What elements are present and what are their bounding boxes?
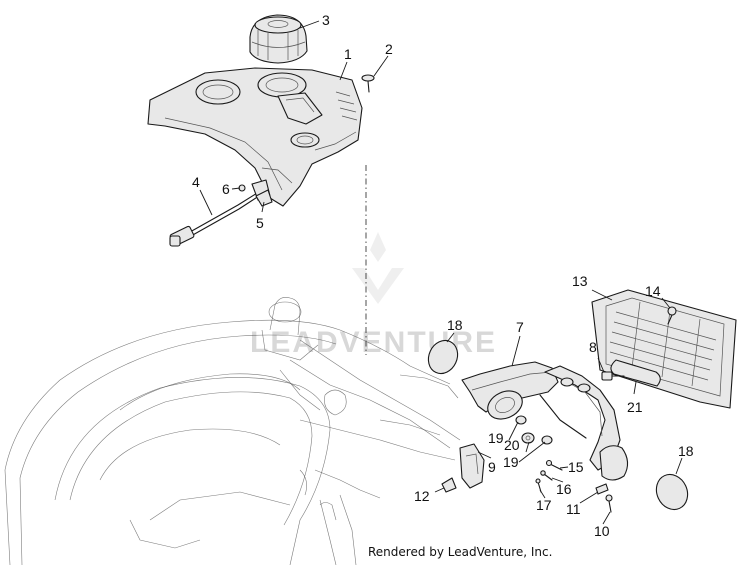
render-credit: Rendered by LeadVenture, Inc. <box>368 545 553 559</box>
callout-18-lower: 18 <box>678 443 694 459</box>
part-5-bracket <box>255 189 273 207</box>
part-8-screw <box>601 371 625 381</box>
callout-11: 11 <box>566 501 581 517</box>
part-2-screw <box>361 74 375 93</box>
part-10-screw <box>605 494 613 513</box>
watermark-logo <box>352 232 404 304</box>
callout-10: 10 <box>594 523 610 539</box>
leader-lines <box>199 20 683 525</box>
callout-3: 3 <box>322 12 330 28</box>
callout-16: 16 <box>556 481 572 497</box>
callout-9: 9 <box>488 459 496 475</box>
part-4-cable <box>169 179 271 247</box>
callout-labels: 3 1 2 4 6 5 18 7 8 13 14 21 9 19 20 19 1… <box>192 12 694 539</box>
part-18-reflector-lower <box>655 473 689 511</box>
callout-20: 20 <box>504 437 520 453</box>
part-1-tray <box>147 67 363 207</box>
part-9-bracket <box>459 443 485 489</box>
part-13-plate <box>591 289 737 409</box>
callout-5: 5 <box>256 215 264 231</box>
part-14-screw <box>667 306 677 325</box>
part-19-washer-upper <box>515 415 527 425</box>
callout-19-upper: 19 <box>488 430 504 446</box>
callout-19-lower: 19 <box>503 454 519 470</box>
part-15-screw <box>545 459 563 471</box>
callout-7: 7 <box>516 319 524 335</box>
part-18-reflector-upper <box>427 339 459 375</box>
scooter-body-outline <box>4 297 461 565</box>
callout-1: 1 <box>344 46 352 62</box>
part-20-nut <box>521 432 535 444</box>
callout-14: 14 <box>645 283 661 299</box>
part-7-support <box>461 361 629 481</box>
callout-12: 12 <box>414 488 430 504</box>
part-21-strip <box>610 359 661 387</box>
callout-13: 13 <box>572 273 588 289</box>
callout-17: 17 <box>536 497 552 513</box>
callout-18-upper: 18 <box>447 317 463 333</box>
callout-4: 4 <box>192 174 200 190</box>
callout-21: 21 <box>627 399 643 415</box>
part-3-cap <box>249 14 308 64</box>
callout-8: 8 <box>589 339 597 355</box>
callout-6: 6 <box>222 181 230 197</box>
callout-15: 15 <box>568 459 584 475</box>
part-12-grommet <box>441 477 457 493</box>
callout-2: 2 <box>385 41 393 57</box>
part-16-screw <box>540 470 553 481</box>
